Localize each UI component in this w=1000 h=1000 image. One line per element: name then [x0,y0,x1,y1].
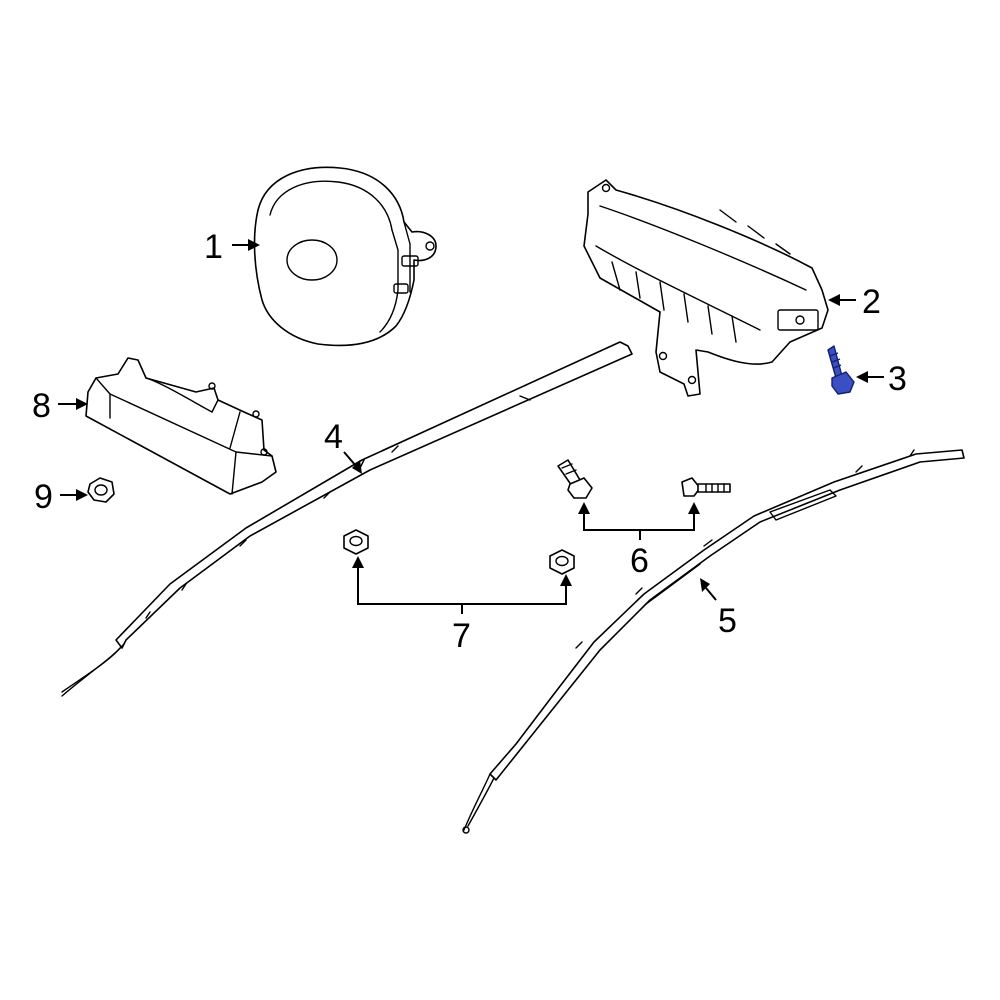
callout-1[interactable]: 1 [204,228,223,266]
nut-7b[interactable] [549,549,575,575]
callout-6[interactable]: 6 [630,542,649,580]
knee-airbag-module[interactable] [85,357,277,495]
curtain-airbag-left[interactable] [61,341,633,697]
leader-2 [828,294,856,306]
callout-2[interactable]: 2 [862,283,881,321]
passenger-airbag-module[interactable] [583,179,829,397]
bolt-6b[interactable] [681,477,731,497]
highlighted-bolt[interactable] [827,345,855,395]
nut-7a[interactable] [343,529,369,555]
leader-6 [578,502,700,540]
callout-5[interactable]: 5 [718,602,737,640]
nut-9[interactable] [87,477,115,503]
leader-5 [700,578,717,601]
curtain-airbag-right[interactable] [462,449,965,834]
callout-4[interactable]: 4 [324,418,343,456]
driver-airbag-module[interactable] [253,166,437,347]
callout-3[interactable]: 3 [888,360,907,398]
leader-3 [856,371,884,383]
leader-9 [60,489,88,501]
leader-8 [58,398,88,410]
leader-7 [352,556,572,614]
bolt-6a[interactable] [557,459,593,499]
callout-8[interactable]: 8 [32,387,51,425]
callout-7[interactable]: 7 [452,617,471,655]
leader-1 [232,239,260,251]
leader-4 [343,451,362,474]
callout-9[interactable]: 9 [34,478,53,516]
